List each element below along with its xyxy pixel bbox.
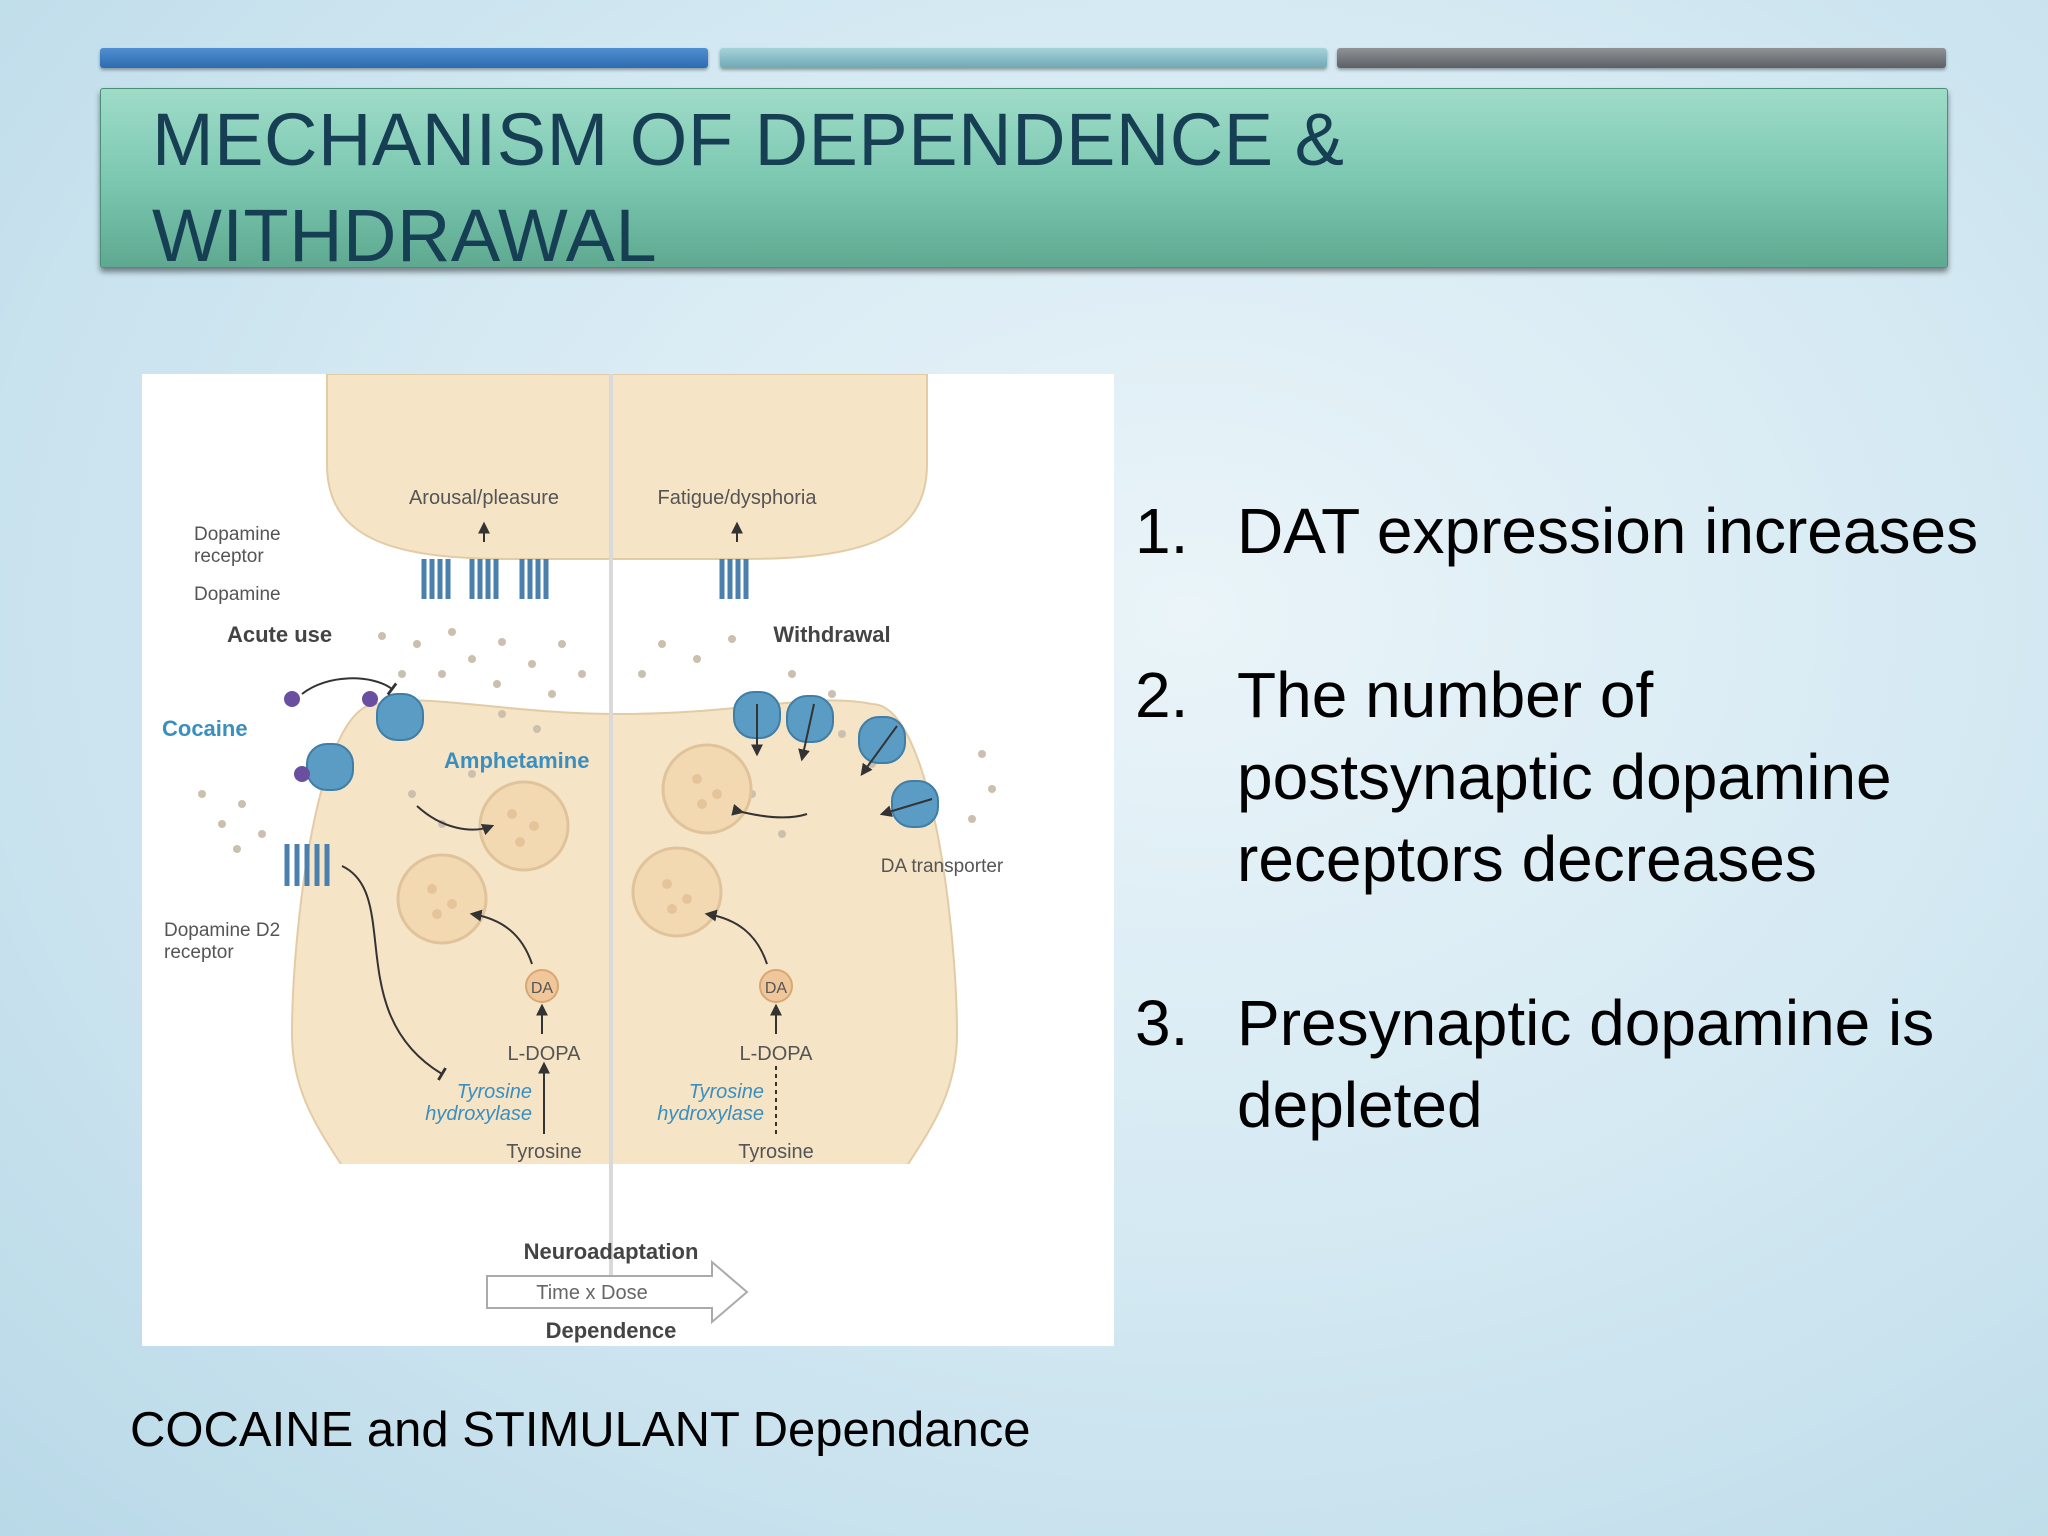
label-withdrawal: Withdrawal xyxy=(773,622,890,647)
title-bar xyxy=(100,88,1948,268)
label-arousal: Arousal/pleasure xyxy=(409,487,559,509)
accent-bar-teal xyxy=(720,48,1327,68)
dopamine-molecules xyxy=(198,628,996,853)
label-da-right: DA xyxy=(765,980,788,997)
label-th-right-2: hydroxylase xyxy=(657,1103,764,1125)
neuroadaptation-band xyxy=(142,1164,1114,1346)
label-d2-receptor-1: Dopamine D2 xyxy=(164,920,280,941)
d2-receptor xyxy=(284,844,330,886)
list-item: 1. DAT expression increases xyxy=(1135,490,2015,572)
bullet-list: 1. DAT expression increases 2. The numbe… xyxy=(1135,490,2015,1228)
postsynaptic-neuron xyxy=(326,374,928,560)
label-da-transporter: DA transporter xyxy=(881,856,1004,877)
list-number: 1. xyxy=(1135,495,1189,567)
list-text: The number of postsynaptic dopamine rece… xyxy=(1237,659,1892,895)
synapse-figure: Arousal/pleasure Fatigue/dysphoria Dopam… xyxy=(142,374,1114,1346)
dopamine-receptors xyxy=(421,559,749,599)
vesicles xyxy=(396,743,753,945)
list-number: 3. xyxy=(1135,987,1189,1059)
label-th-right-1: Tyrosine xyxy=(689,1081,764,1103)
label-ldopa-left: L-DOPA xyxy=(508,1043,582,1065)
label-fatigue: Fatigue/dysphoria xyxy=(658,487,818,509)
label-time-dose: Time x Dose xyxy=(536,1282,648,1304)
accent-bar-gray xyxy=(1337,48,1946,68)
label-da-left: DA xyxy=(531,980,554,997)
cocaine-molecules xyxy=(284,691,378,782)
figure-caption: COCAINE and STIMULANT Dependance xyxy=(130,1403,1031,1457)
label-acute-use: Acute use xyxy=(227,622,332,647)
accent-bar-blue xyxy=(100,48,708,68)
label-th-left-2: hydroxylase xyxy=(425,1103,532,1125)
label-dopamine-receptor-1: Dopamine xyxy=(194,524,281,545)
label-ldopa-right: L-DOPA xyxy=(740,1043,814,1065)
label-dependence: Dependence xyxy=(546,1318,677,1343)
list-number: 2. xyxy=(1135,659,1189,731)
list-item: 2. The number of postsynaptic dopamine r… xyxy=(1135,654,2015,900)
label-dopamine-receptor-2: receptor xyxy=(194,546,264,567)
label-d2-receptor-2: receptor xyxy=(164,942,234,963)
label-tyrosine-right: Tyrosine xyxy=(738,1141,814,1163)
list-text: DAT expression increases xyxy=(1237,495,1979,567)
label-dopamine: Dopamine xyxy=(194,584,281,605)
label-th-left-1: Tyrosine xyxy=(457,1081,532,1103)
slide-title: MECHANISM OF DEPENDENCE & WITHDRAWAL xyxy=(152,98,1345,277)
label-tyrosine-left: Tyrosine xyxy=(506,1141,582,1163)
list-item: 3. Presynaptic dopamine is depleted xyxy=(1135,982,2015,1146)
label-neuroadaptation: Neuroadaptation xyxy=(524,1239,699,1264)
neuroadaptation-arrow xyxy=(486,1259,749,1325)
label-amphetamine: Amphetamine xyxy=(444,748,589,773)
list-text: Presynaptic dopamine is depleted xyxy=(1237,987,1935,1141)
label-cocaine: Cocaine xyxy=(162,716,248,741)
